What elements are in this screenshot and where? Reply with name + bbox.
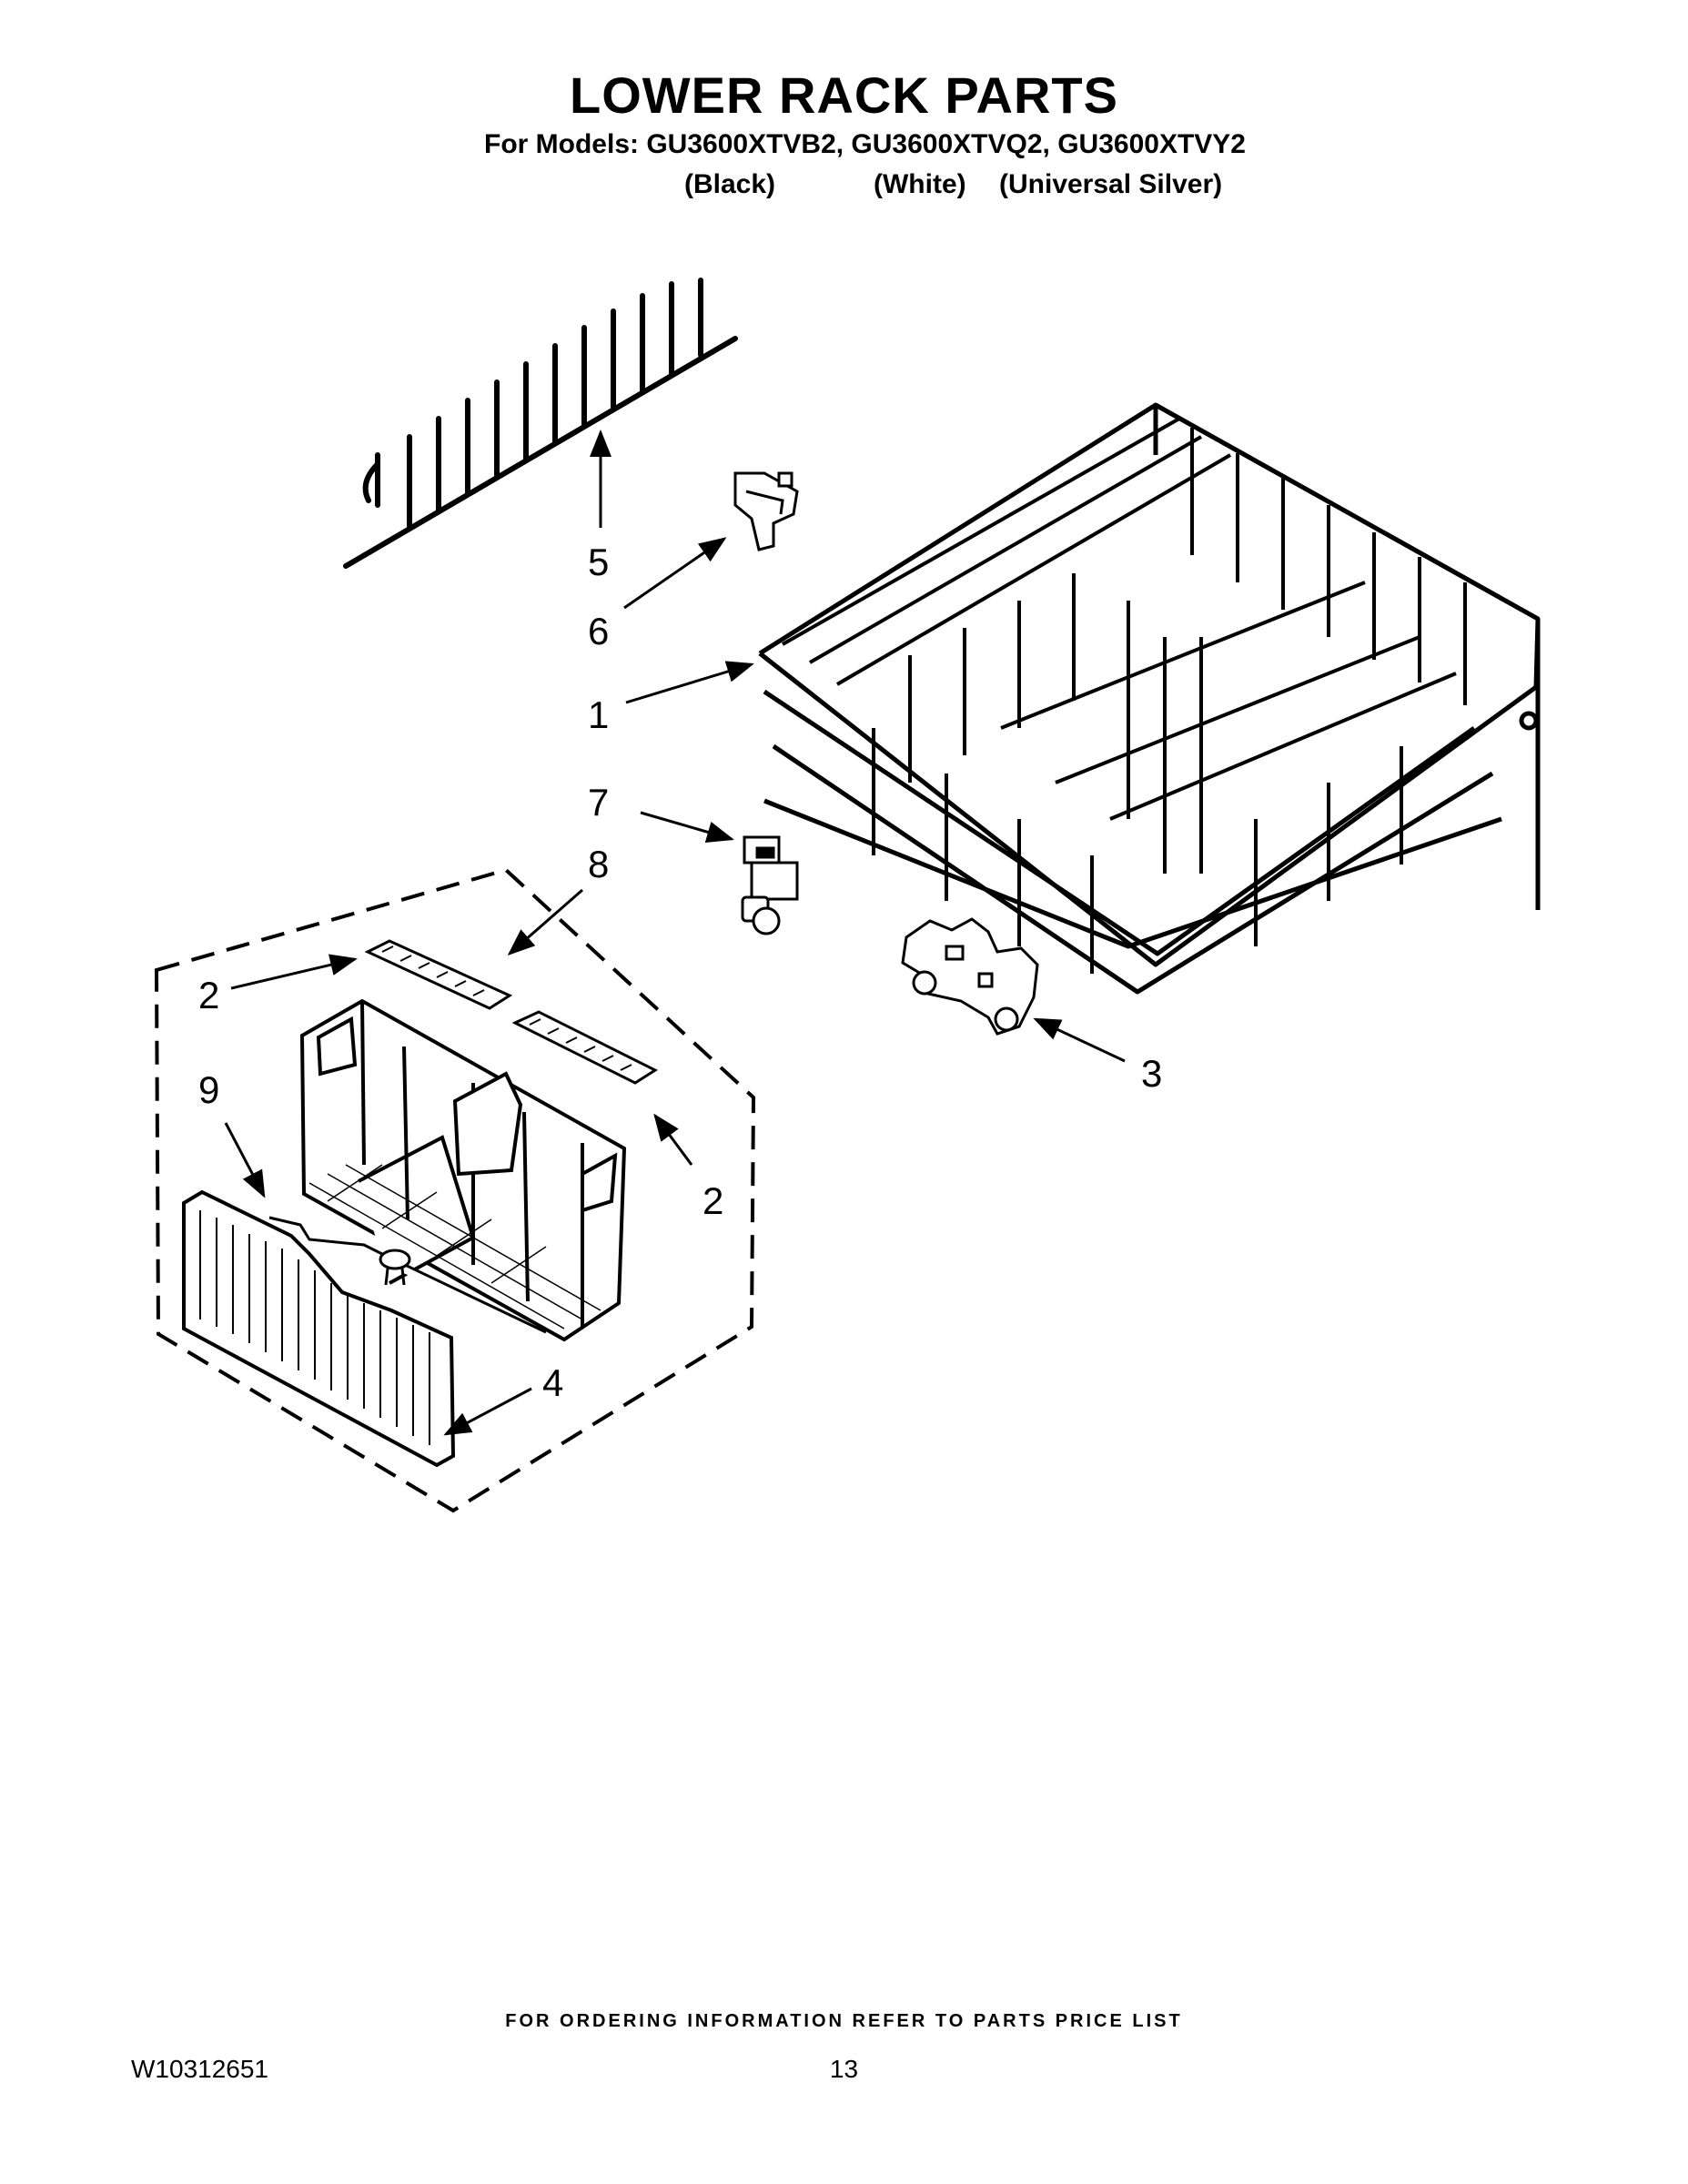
callout-2-right: 2 — [702, 1179, 723, 1222]
callout-1: 1 — [588, 693, 609, 736]
part-silverware-basket — [299, 998, 627, 1342]
part-basket-cover-right — [511, 1010, 659, 1085]
part-basket-hinge — [268, 1216, 547, 1334]
page-number: 13 — [829, 2055, 859, 2083]
models-line: For Models: GU3600XTVB2, GU3600XTVQ2, GU… — [484, 129, 1246, 159]
callout-3: 3 — [1141, 1052, 1162, 1095]
part-tine-row — [343, 278, 738, 569]
callout-9: 9 — [198, 1068, 219, 1111]
ordering-note: FOR ORDERING INFORMATION REFER TO PARTS … — [505, 2011, 1183, 2031]
color-black: (Black) — [684, 169, 776, 199]
callout-4: 4 — [542, 1361, 563, 1404]
part-rack-clip — [733, 471, 799, 551]
callout-8: 8 — [588, 843, 609, 885]
leader-lines — [224, 430, 1126, 1436]
color-universal-silver: (Universal Silver) — [999, 169, 1223, 199]
document-number: W10312651 — [131, 2055, 269, 2083]
callout-numbers: 5 6 1 7 8 2 9 2 3 4 — [198, 541, 1162, 1404]
callout-6: 6 — [588, 610, 609, 652]
part-lower-rack — [758, 402, 1541, 995]
page-title: LOWER RACK PARTS — [570, 66, 1118, 124]
callout-7: 7 — [588, 781, 609, 824]
part-wheel-carrier — [901, 917, 1039, 1036]
part-silverware-basket-assembly — [154, 867, 756, 1513]
part-basket-lid — [182, 1189, 456, 1468]
part-basket-cover-left — [364, 939, 513, 1010]
part-rack-roller — [741, 835, 799, 935]
callout-2-left: 2 — [198, 974, 219, 1016]
color-white: (White) — [874, 169, 966, 199]
callout-5: 5 — [588, 541, 609, 583]
